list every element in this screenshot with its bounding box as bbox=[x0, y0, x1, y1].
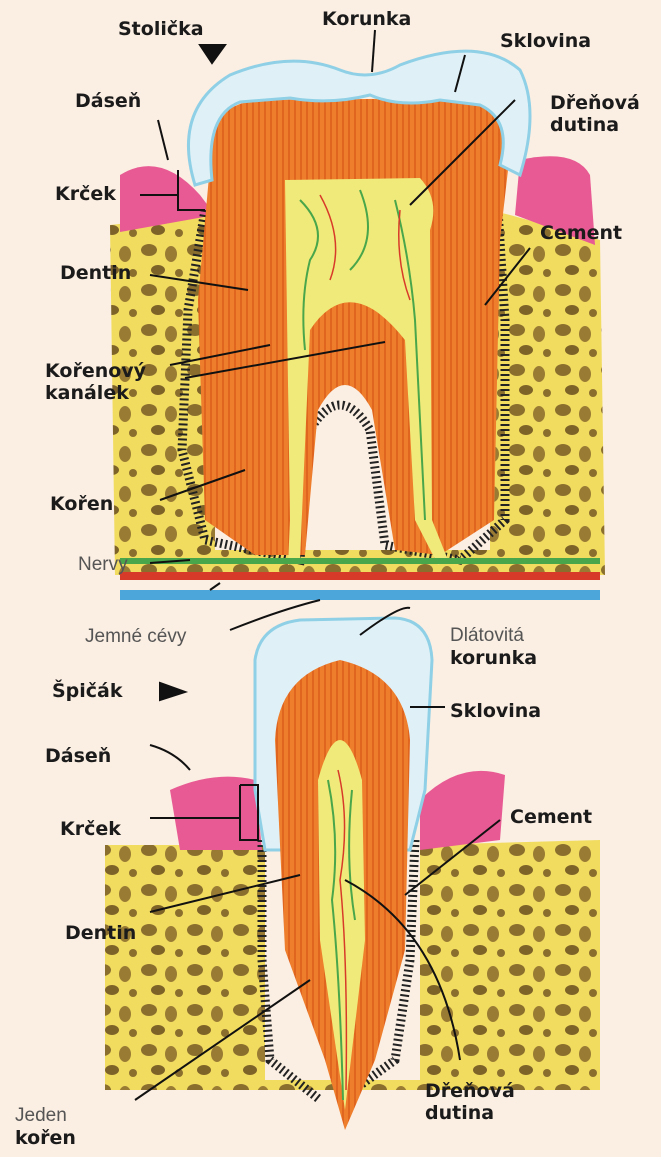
canine-label-gum: Dáseň bbox=[45, 745, 111, 767]
label-single-root: Jeden kořen bbox=[15, 1105, 76, 1149]
label-root-canal-line2: kanálek bbox=[45, 382, 146, 404]
label-single-root-line2: kořen bbox=[15, 1127, 76, 1149]
label-single-root-line1: Jeden bbox=[15, 1105, 76, 1127]
label-chisel-crown: Dlátovitá korunka bbox=[450, 625, 537, 669]
canine-gum-right bbox=[420, 771, 505, 850]
label-root-canal-line1: Kořenový bbox=[45, 360, 146, 382]
label-pulp-cavity-line1: Dřeňová bbox=[550, 92, 640, 114]
canine-label-pulp-cavity-line2: dutina bbox=[425, 1102, 515, 1124]
label-pulp-cavity-line2: dutina bbox=[550, 114, 640, 136]
canine-section-label: Špičák bbox=[52, 680, 123, 702]
canine-label-pulp-cavity: Dřeňová dutina bbox=[425, 1080, 515, 1124]
label-root-canal: Kořenový kanálek bbox=[45, 360, 146, 404]
canine-label-dentin: Dentin bbox=[65, 922, 136, 944]
label-gum: Dáseň bbox=[75, 90, 141, 112]
canine-label-cement: Cement bbox=[510, 806, 592, 828]
canine-label-enamel: Sklovina bbox=[450, 700, 541, 722]
canine-label-pulp-cavity-line1: Dřeňová bbox=[425, 1080, 515, 1102]
molar-section-label: Stolička bbox=[118, 18, 204, 40]
label-nerves: Nervy bbox=[78, 554, 128, 576]
label-pulp-cavity: Dřeňová dutina bbox=[550, 92, 640, 136]
label-root: Kořen bbox=[50, 493, 113, 515]
pointer-molar-section bbox=[200, 45, 225, 63]
label-crown: Korunka bbox=[322, 8, 411, 30]
label-chisel-crown-line2: korunka bbox=[450, 647, 537, 669]
molar-vein-band bbox=[120, 590, 600, 600]
molar-illustration bbox=[110, 51, 605, 600]
pointer-canine-section bbox=[160, 683, 185, 700]
label-dentin: Dentin bbox=[60, 262, 131, 284]
label-enamel: Sklovina bbox=[500, 30, 591, 52]
canine-label-neck: Krček bbox=[60, 818, 121, 840]
molar-artery-band bbox=[120, 572, 600, 580]
molar-dentin bbox=[198, 98, 508, 555]
molar-nerve-band bbox=[120, 558, 600, 564]
label-cement: Cement bbox=[540, 222, 622, 244]
label-fine-vessels: Jemné cévy bbox=[85, 626, 186, 648]
label-neck: Krček bbox=[55, 183, 116, 205]
label-chisel-crown-line1: Dlátovitá bbox=[450, 625, 537, 647]
